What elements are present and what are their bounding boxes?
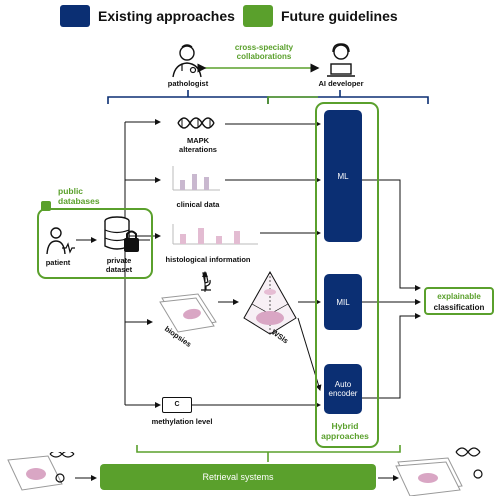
mapk-line1: MAPK	[186, 136, 210, 145]
ai-developer-icon	[327, 43, 355, 77]
legend-swatch-future	[243, 5, 273, 27]
methylation-tag-icon: C	[162, 397, 192, 413]
histology-chart-icon	[172, 224, 258, 245]
public-databases-line2: databases	[58, 196, 100, 206]
ml-box: ML	[324, 110, 362, 242]
public-databases-label: public databases	[58, 186, 110, 206]
dna-icon	[177, 117, 215, 129]
hybrid-line1: Hybrid	[331, 421, 359, 431]
mapk-line2: alterations	[179, 145, 217, 154]
hybrid-approaches-label: Hybrid approaches	[312, 421, 378, 441]
methylation-label: methylation level	[151, 417, 213, 426]
bottom-left-slide-icon	[7, 452, 75, 491]
private-dataset-line2: dataset	[105, 265, 133, 274]
collaboration-label: cross-specialty collaborations	[218, 43, 310, 61]
mapk-label: MAPK alterations	[168, 136, 228, 154]
retrieval-systems-label: Retrieval systems	[202, 472, 274, 482]
public-databases-box	[37, 208, 153, 279]
private-dataset-line1: private	[106, 256, 132, 265]
slide-icon	[159, 293, 217, 333]
pyramid-icon	[243, 270, 297, 335]
database-lock-icon	[104, 216, 139, 252]
patient-label: patient	[45, 258, 71, 267]
private-dataset-label: private dataset	[98, 256, 140, 274]
collaboration-label-line1: cross-specialty	[234, 43, 294, 52]
retrieval-systems-bar: Retrieval systems	[100, 464, 376, 490]
clinical-data-label: clinical data	[176, 200, 220, 209]
histological-label: histological information	[165, 255, 251, 264]
hybrid-line2: approaches	[321, 431, 369, 441]
autoencoder-line1: Auto	[334, 380, 352, 389]
legend-label-future: Future guidelines	[281, 8, 398, 24]
doctor-icon	[172, 44, 202, 78]
patient-icon	[46, 227, 75, 255]
autoencoder-line2: encoder	[328, 389, 358, 398]
ai-developer-label: AI developer	[318, 79, 364, 88]
legend-label-existing: Existing approaches	[98, 8, 235, 24]
lock-open-icon	[41, 201, 51, 211]
explainable-classification-box: explainable classification	[424, 287, 494, 315]
public-databases-line1: public	[58, 186, 84, 196]
autoencoder-box: Auto encoder	[324, 364, 362, 414]
legend-swatch-existing	[60, 5, 90, 27]
classification-line1: explainable	[437, 292, 481, 301]
hybrid-approaches-box	[315, 102, 379, 448]
methylation-tag-text: C	[174, 401, 180, 408]
chart-icon	[172, 166, 220, 191]
classification-line2: classification	[433, 303, 485, 312]
mil-box: MIL	[324, 274, 362, 330]
collaboration-label-line2: collaborations	[236, 52, 292, 61]
bottom-right-slide-icon	[395, 447, 483, 496]
pathologist-label: pathologist	[167, 79, 209, 88]
microscope-icon	[201, 272, 211, 291]
